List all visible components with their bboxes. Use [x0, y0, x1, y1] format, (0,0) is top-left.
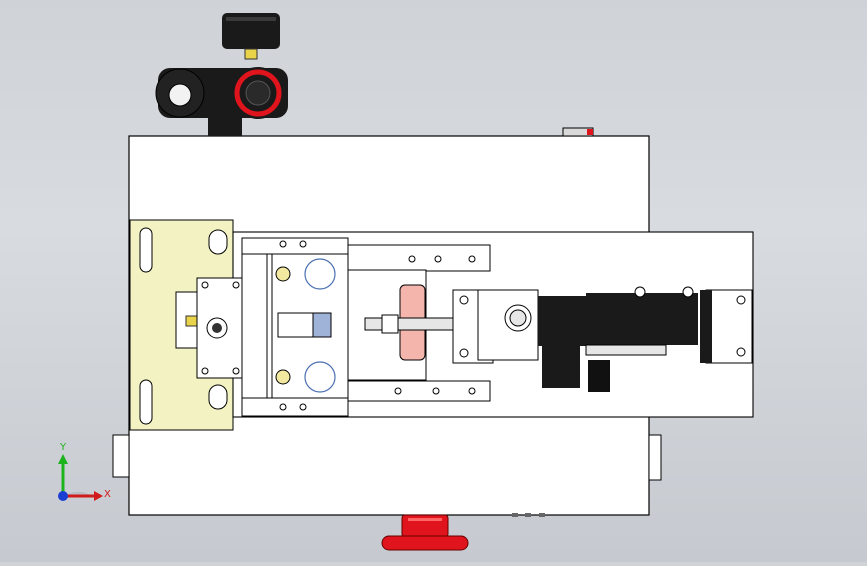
z-axis: [58, 491, 68, 501]
coordinate-triad-icon: Y X: [58, 442, 111, 501]
gauge-hub: [245, 80, 271, 106]
emergency-stop-icon[interactable]: [381, 514, 469, 551]
brass-fitting: [185, 315, 199, 327]
bottom-tab: [525, 513, 531, 517]
slot: [139, 379, 153, 425]
top-clip-red: [587, 129, 593, 135]
red-ring: [234, 69, 282, 117]
right-port: [648, 434, 662, 481]
piston-rod[interactable]: [347, 269, 481, 381]
rod-bracket[interactable]: [452, 289, 539, 364]
cylinder-head[interactable]: [241, 237, 349, 417]
slot: [208, 384, 228, 410]
rail-bottom: [344, 380, 491, 402]
y-axis-label: Y: [59, 442, 67, 453]
x-axis-label: X: [104, 489, 111, 500]
handwheel-knob: [168, 83, 192, 107]
valve-block[interactable]: [196, 277, 243, 379]
pressure-gauge-icon[interactable]: [222, 13, 280, 60]
left-port: [112, 434, 130, 478]
slot: [139, 227, 153, 273]
regulator-assembly[interactable]: [155, 13, 288, 136]
bottom-tab: [512, 513, 518, 517]
bottom-tab: [539, 513, 545, 517]
slot: [208, 229, 228, 255]
solenoid-valve-icon[interactable]: [538, 286, 698, 392]
rail-top: [344, 244, 491, 272]
end-bracket[interactable]: [700, 289, 753, 364]
